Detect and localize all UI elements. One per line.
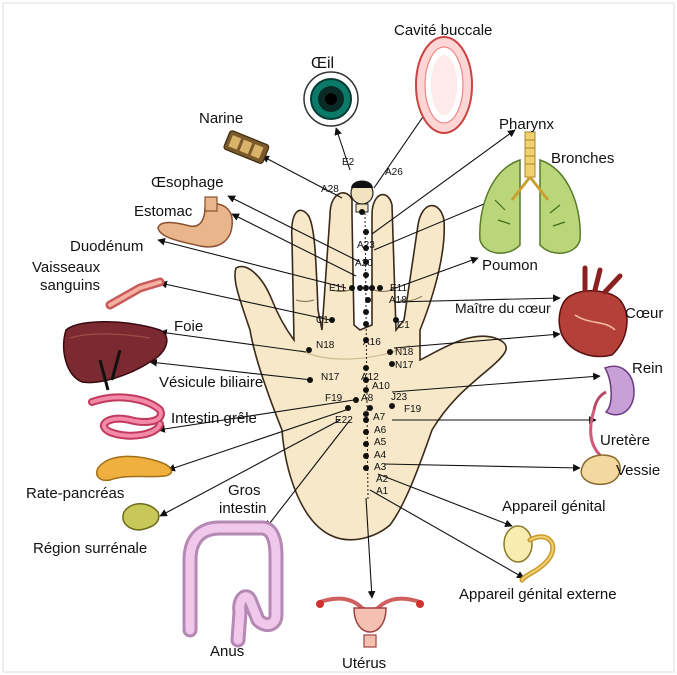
label-narine: Narine bbox=[199, 110, 243, 127]
label-vaisseaux-1: Vaisseaux bbox=[32, 259, 100, 276]
acupoint-dot bbox=[363, 453, 369, 459]
acupoint-dot bbox=[363, 411, 369, 417]
acupoint-dot bbox=[363, 309, 369, 315]
label-anus: Anus bbox=[210, 643, 244, 660]
point-a26: A26 bbox=[385, 167, 403, 178]
point-a2: A2 bbox=[376, 474, 388, 485]
point-c1-right: C1 bbox=[397, 320, 410, 331]
point-a10: A10 bbox=[372, 381, 390, 392]
label-rein: Rein bbox=[632, 360, 663, 377]
acupoint-dot bbox=[363, 285, 369, 291]
label-rate-pancreas: Rate-pancréas bbox=[26, 485, 124, 502]
acupoint-dot bbox=[363, 465, 369, 471]
point-a7: A7 bbox=[373, 412, 385, 423]
label-region-surrenale: Région surrénale bbox=[33, 540, 147, 557]
label-appareil-genital: Appareil génital bbox=[502, 498, 605, 515]
point-a6: A6 bbox=[374, 425, 386, 436]
label-vaisseaux-2: sanguins bbox=[40, 277, 100, 294]
label-gros-intestin-1: Gros bbox=[228, 482, 261, 499]
label-pharynx: Pharynx bbox=[499, 116, 554, 133]
acupoint-dot bbox=[369, 285, 375, 291]
point-a16: A16 bbox=[363, 337, 381, 348]
label-bronches: Bronches bbox=[551, 150, 614, 167]
label-maitre-du-coeur: Maître du cœur bbox=[455, 300, 551, 317]
acupoint-dot bbox=[389, 403, 395, 409]
point-e11-left: E11 bbox=[329, 283, 346, 294]
acupoint-dot bbox=[363, 429, 369, 435]
adrenal-illustration bbox=[123, 504, 159, 530]
label-appareil-genital-externe: Appareil génital externe bbox=[459, 586, 617, 603]
point-a20: A20 bbox=[355, 258, 373, 269]
point-n18-left: N18 bbox=[316, 340, 334, 351]
label-duodenum: Duodénum bbox=[70, 238, 143, 255]
label-oesophage: Œsophage bbox=[151, 174, 224, 191]
acupoint-dot bbox=[363, 417, 369, 423]
point-c1-left: C1 bbox=[316, 315, 329, 326]
label-oeil: Œil bbox=[311, 55, 334, 72]
acupoint-dot bbox=[367, 405, 373, 411]
point-e2: E2 bbox=[342, 157, 354, 168]
eye-illustration bbox=[304, 72, 358, 126]
acupoint-dot bbox=[363, 441, 369, 447]
point-a18: A18 bbox=[389, 295, 407, 306]
acupoint-dot bbox=[363, 321, 369, 327]
label-coeur: Cœur bbox=[625, 305, 663, 322]
point-n18-right: N18 bbox=[395, 347, 413, 358]
label-foie: Foie bbox=[174, 318, 203, 335]
point-a5: A5 bbox=[374, 437, 386, 448]
point-a3: A3 bbox=[374, 462, 386, 473]
acupoint-dot bbox=[306, 347, 312, 353]
label-uretere: Uretère bbox=[600, 432, 650, 449]
point-e22: E22 bbox=[335, 415, 353, 426]
point-a8: A8 bbox=[361, 393, 373, 404]
point-a4: A4 bbox=[374, 450, 386, 461]
acupoint-dot bbox=[363, 272, 369, 278]
point-a28: A28 bbox=[321, 184, 339, 195]
mouth-illustration bbox=[416, 37, 472, 133]
point-a1: A1 bbox=[376, 486, 388, 497]
point-j23: J23 bbox=[391, 392, 407, 403]
label-intestin-grele: Intestin grêle bbox=[171, 410, 257, 427]
point-n17-right: N17 bbox=[395, 360, 413, 371]
acupoint-dot bbox=[387, 349, 393, 355]
point-n17-left: N17 bbox=[321, 372, 339, 383]
point-f19-right: F19 bbox=[404, 404, 421, 415]
point-e11-right: E11 bbox=[390, 283, 407, 294]
label-poumon: Poumon bbox=[482, 257, 538, 274]
label-cavite-buccale: Cavité buccale bbox=[394, 22, 492, 39]
acupoint-dot bbox=[359, 209, 365, 215]
point-f19-left: F19 bbox=[325, 393, 342, 404]
label-vesicule-biliaire: Vésicule biliaire bbox=[159, 374, 263, 391]
acupoint-dot bbox=[357, 285, 363, 291]
acupoint-dot bbox=[363, 365, 369, 371]
acupoint-dot bbox=[349, 285, 355, 291]
acupoint-dot bbox=[363, 229, 369, 235]
label-gros-intestin-2: intestin bbox=[219, 500, 267, 517]
acupoint-dot bbox=[365, 297, 371, 303]
label-vessie: Vessie bbox=[616, 462, 660, 479]
label-estomac: Estomac bbox=[134, 203, 192, 220]
acupoint-dot bbox=[377, 285, 383, 291]
label-uterus: Utérus bbox=[342, 655, 386, 672]
point-a23: A23 bbox=[357, 240, 375, 251]
